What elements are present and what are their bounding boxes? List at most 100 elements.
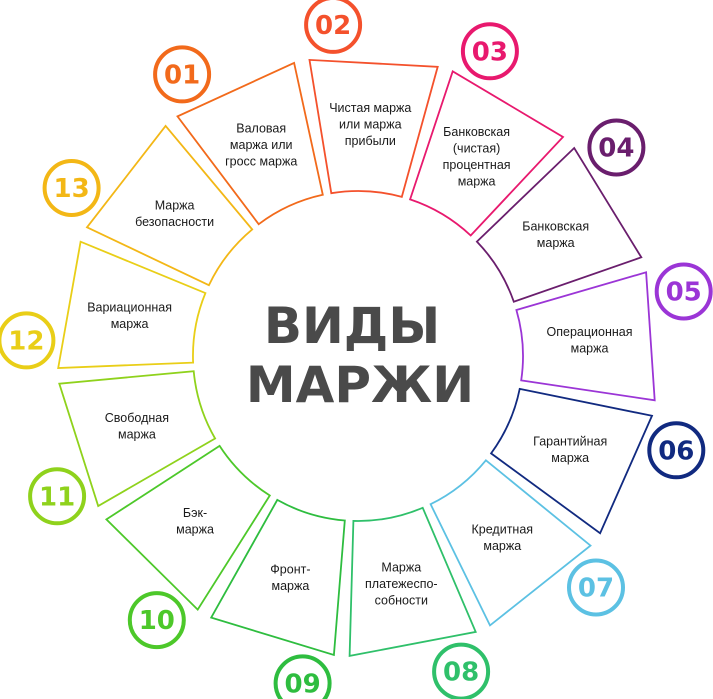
segment-label-02: Чистая маржа или маржа прибыли <box>329 101 411 148</box>
segment-08 <box>348 506 477 657</box>
segment-label-line: Банковская <box>443 125 510 139</box>
badge-ring <box>273 654 332 699</box>
diagram-title-line-1: ВИДЫ <box>264 297 440 355</box>
segment-13 <box>85 124 254 287</box>
segment-label-03: Банковская (чистая) процентная маржа <box>443 125 511 189</box>
badge-number: 11 <box>39 482 75 512</box>
segment-label-11: Свободная маржа <box>105 411 169 442</box>
segments-layer: Валовая маржа или гросс маржа Чистая маржа и… <box>57 58 656 657</box>
segment-11 <box>58 370 217 508</box>
segment-label-line: Маржа <box>381 560 421 574</box>
badge-number: 03 <box>472 37 508 67</box>
segment-label-line: Операционная <box>547 325 633 339</box>
segment-label-07: Кредитная маржа <box>472 522 534 553</box>
segment-label-line: платежеспо- <box>365 577 438 591</box>
segment-label-line: процентная <box>443 158 511 172</box>
badge-04: 04 <box>584 115 649 180</box>
segment-label-line: Бэк- <box>183 506 207 520</box>
badge-number: 10 <box>139 606 175 636</box>
badge-number: 02 <box>315 11 351 41</box>
badge-ring <box>647 421 706 480</box>
segment-05 <box>515 271 656 402</box>
badge-number: 06 <box>658 436 694 466</box>
segment-label-line: маржа <box>483 539 521 553</box>
segment-06 <box>489 387 654 535</box>
badge-number: 08 <box>443 658 479 688</box>
segment-label-10: Бэк-маржа <box>176 506 214 537</box>
segment-label-line: Чистая маржа <box>329 101 411 115</box>
badge-02: 02 <box>301 0 366 57</box>
badge-07: 07 <box>564 555 628 620</box>
badge-06: 06 <box>644 418 709 483</box>
segment-label-line: Банковская <box>522 219 589 233</box>
segment-label-line: безопасности <box>135 215 214 229</box>
segment-label-line: собности <box>375 593 428 607</box>
segment-label-12: Вариационная маржа <box>87 300 172 331</box>
diagram-title-line-2: МАРЖИ <box>246 356 474 414</box>
segment-07 <box>429 459 592 627</box>
segment-label-line: Фронт- <box>270 563 310 577</box>
badge-number: 09 <box>285 669 321 699</box>
segment-label-08: Маржа платежеспо-собности <box>365 560 438 607</box>
segment-label-line: прибыли <box>345 134 396 148</box>
badge-ring <box>127 591 186 650</box>
segment-label-05: Операционная маржа <box>547 325 633 356</box>
segment-12 <box>57 240 207 369</box>
segment-label-line: (чистая) <box>453 141 500 155</box>
badge-ring <box>304 0 363 54</box>
segment-label-line: маржа <box>458 174 496 188</box>
segment-label-09: Фронт-маржа <box>270 563 310 594</box>
badge-ring <box>153 45 212 104</box>
segment-label-line: маржа <box>271 579 309 593</box>
segment-09 <box>209 498 346 657</box>
segment-label-line: маржа <box>571 342 609 356</box>
badge-09: 09 <box>270 651 335 699</box>
badge-number: 12 <box>8 326 44 356</box>
segment-label-line: Вариационная <box>87 300 172 314</box>
badge-11: 11 <box>25 464 90 529</box>
badge-number: 01 <box>164 60 200 90</box>
segment-label-line: Кредитная <box>472 522 534 536</box>
badge-ring <box>460 22 519 81</box>
badge-01: 01 <box>150 42 215 107</box>
badge-08: 08 <box>429 639 494 699</box>
segment-label-line: маржа <box>111 317 149 331</box>
badge-ring <box>28 467 87 526</box>
badge-13: 13 <box>39 156 104 220</box>
badge-ring <box>654 262 713 321</box>
segment-label-line: Гарантийная <box>533 435 607 449</box>
segment-04 <box>475 146 643 303</box>
segment-label-line: маржа <box>551 451 589 465</box>
segment-label-line: Маржа <box>155 199 195 213</box>
segment-label-line: гросс маржа <box>225 155 297 169</box>
segment-label-line: Валовая <box>236 122 286 136</box>
segment-03 <box>408 69 565 237</box>
badge-number: 04 <box>598 134 634 164</box>
badge-number: 05 <box>666 278 702 308</box>
badge-number: 07 <box>578 574 614 604</box>
segment-10 <box>104 444 272 612</box>
badge-number: 13 <box>54 174 90 204</box>
segment-label-line: маржа <box>118 428 156 442</box>
badge-ring <box>0 311 56 370</box>
badge-ring <box>42 159 101 217</box>
segment-label-line: Свободная <box>105 411 169 425</box>
segment-label-13: Маржа безопасности <box>135 199 214 230</box>
segment-label-line: маржа <box>176 522 214 536</box>
badge-03: 03 <box>457 19 522 84</box>
segment-label-04: Банковская маржа <box>522 219 589 250</box>
segment-01 <box>176 61 324 226</box>
badge-05: 05 <box>651 259 713 324</box>
segment-label-01: Валовая маржа или гросс маржа <box>225 122 297 169</box>
badge-ring <box>567 558 625 617</box>
segment-label-line: маржа или <box>230 138 293 152</box>
badge-ring <box>587 118 646 177</box>
segment-label-line: маржа <box>537 236 575 250</box>
segment-02 <box>308 58 439 199</box>
segment-label-06: Гарантийная маржа <box>533 435 607 466</box>
badge-10: 10 <box>124 588 189 653</box>
segment-label-line: или маржа <box>339 117 402 131</box>
